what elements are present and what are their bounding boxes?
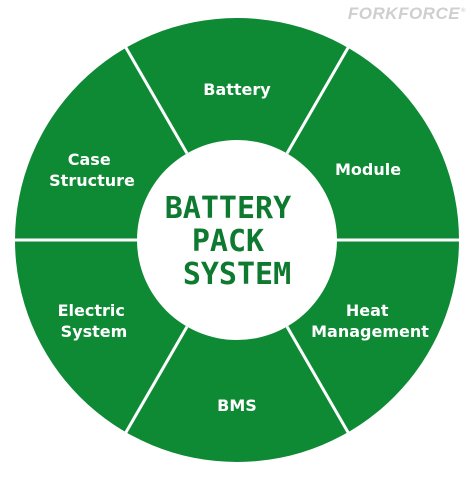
segment-divider bbox=[123, 325, 189, 435]
segment-divider bbox=[285, 325, 351, 435]
segment-label-battery: Battery bbox=[203, 80, 271, 99]
segment-label-case-structure: Case Structure bbox=[49, 150, 135, 190]
center-title: BATTERY PACK SYSTEM bbox=[165, 191, 310, 292]
segment-divider bbox=[123, 45, 189, 155]
segment-divider bbox=[285, 45, 351, 155]
center-title-line-3: SYSTEM bbox=[183, 257, 291, 292]
segment-dividers bbox=[13, 45, 461, 435]
segment-label-electric-system: Electric System bbox=[58, 301, 131, 341]
segment-label-bms: BMS bbox=[217, 396, 257, 415]
center-hub bbox=[137, 140, 337, 340]
segment-labels: Battery Module Heat Management BMS Elect… bbox=[49, 80, 429, 415]
segment-label-heat-management: Heat Management bbox=[311, 301, 429, 341]
logo-text: FORKFORCE bbox=[347, 4, 461, 23]
forkforce-logo: FORKFORCE® bbox=[348, 4, 466, 24]
segment-label-module: Module bbox=[335, 160, 401, 179]
center-title-line-2: PACK bbox=[192, 224, 264, 259]
center-title-line-1: BATTERY bbox=[165, 191, 291, 226]
registered-mark: ® bbox=[461, 8, 466, 15]
